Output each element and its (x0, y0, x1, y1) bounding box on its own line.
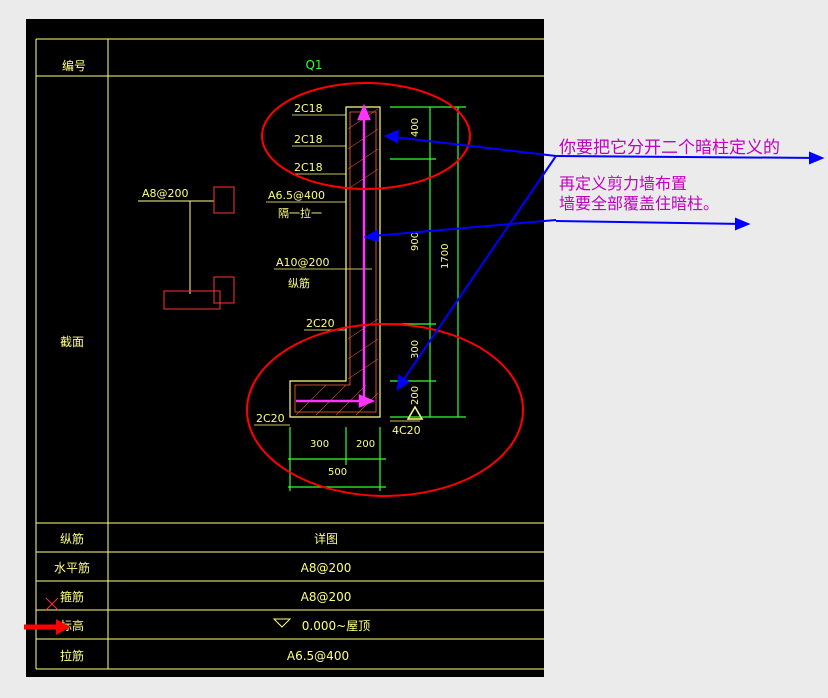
row-label: 纵筋 (60, 531, 84, 546)
annotation-note-2-line1: 再定义剪力墙布置 (559, 174, 688, 193)
section-label: 截面 (60, 335, 84, 349)
dim-label: 300 (310, 439, 329, 450)
dim-label: 1700 (440, 244, 451, 269)
stirrup-label: A6.5@400 (268, 189, 325, 202)
row-label: 水平筋 (54, 560, 90, 575)
row-value: A8@200 (301, 561, 352, 575)
dimension-lines (288, 106, 466, 491)
dim-label: 200 (410, 386, 421, 405)
annotation-arrows (363, 129, 825, 392)
highlight-circle (246, 323, 524, 497)
cad-drawing: 编号 Q1 截面 纵筋 详图 水平筋 A8@200 箍筋 A8@200 标高 0… (35, 38, 544, 670)
top-rebar-label: 2C18 (294, 161, 323, 174)
left-rebar-label: A8@200 (142, 187, 189, 200)
horizontal-rebar-note: 纵筋 (288, 276, 310, 290)
warning-triangle-icon (406, 405, 424, 420)
top-rebar-label: 2C18 (294, 133, 323, 146)
bottom-left-rebar-label: 2C20 (256, 412, 285, 425)
annotation-note-2: 再定义剪力墙布置 墙要全部覆盖住暗柱。 (559, 174, 719, 214)
horizontal-rebar-label: A10@200 (276, 256, 330, 269)
annotation-note-2-line2: 墙要全部覆盖住暗柱。 (559, 194, 720, 213)
row-label: 箍筋 (60, 589, 84, 604)
stirrup-note: 隔一拉一 (278, 206, 322, 220)
bottom-right-rebar-label: 4C20 (392, 424, 421, 437)
table-grid (35, 38, 544, 670)
dim-label: 500 (328, 467, 347, 478)
red-pointer-arrow (24, 597, 70, 635)
elevation-triangle-icon (272, 618, 292, 628)
dim-label: 200 (356, 439, 375, 450)
row-value: A6.5@400 (287, 649, 349, 663)
top-rebar-label: 2C18 (294, 102, 323, 115)
header-value: Q1 (305, 58, 322, 72)
dim-label: 400 (410, 118, 421, 137)
row-value: 0.000~屋顶 (302, 619, 370, 633)
row-label: 拉筋 (60, 648, 84, 663)
dim-label: 300 (410, 340, 421, 359)
annotation-note-1: 你要把它分开二个暗柱定义的 (559, 138, 780, 158)
wall-detail: A8@200 (138, 186, 235, 310)
dim-label: 900 (410, 232, 421, 251)
highlight-circle (261, 82, 471, 190)
row-value: A8@200 (301, 590, 352, 604)
cad-drawing-viewport: 编号 Q1 截面 纵筋 详图 水平筋 A8@200 箍筋 A8@200 标高 0… (26, 19, 544, 677)
mid-rebar-label: 2C20 (306, 317, 335, 330)
column-markup (296, 103, 376, 408)
header-label: 编号 (62, 58, 86, 73)
row-value: 详图 (314, 531, 338, 546)
